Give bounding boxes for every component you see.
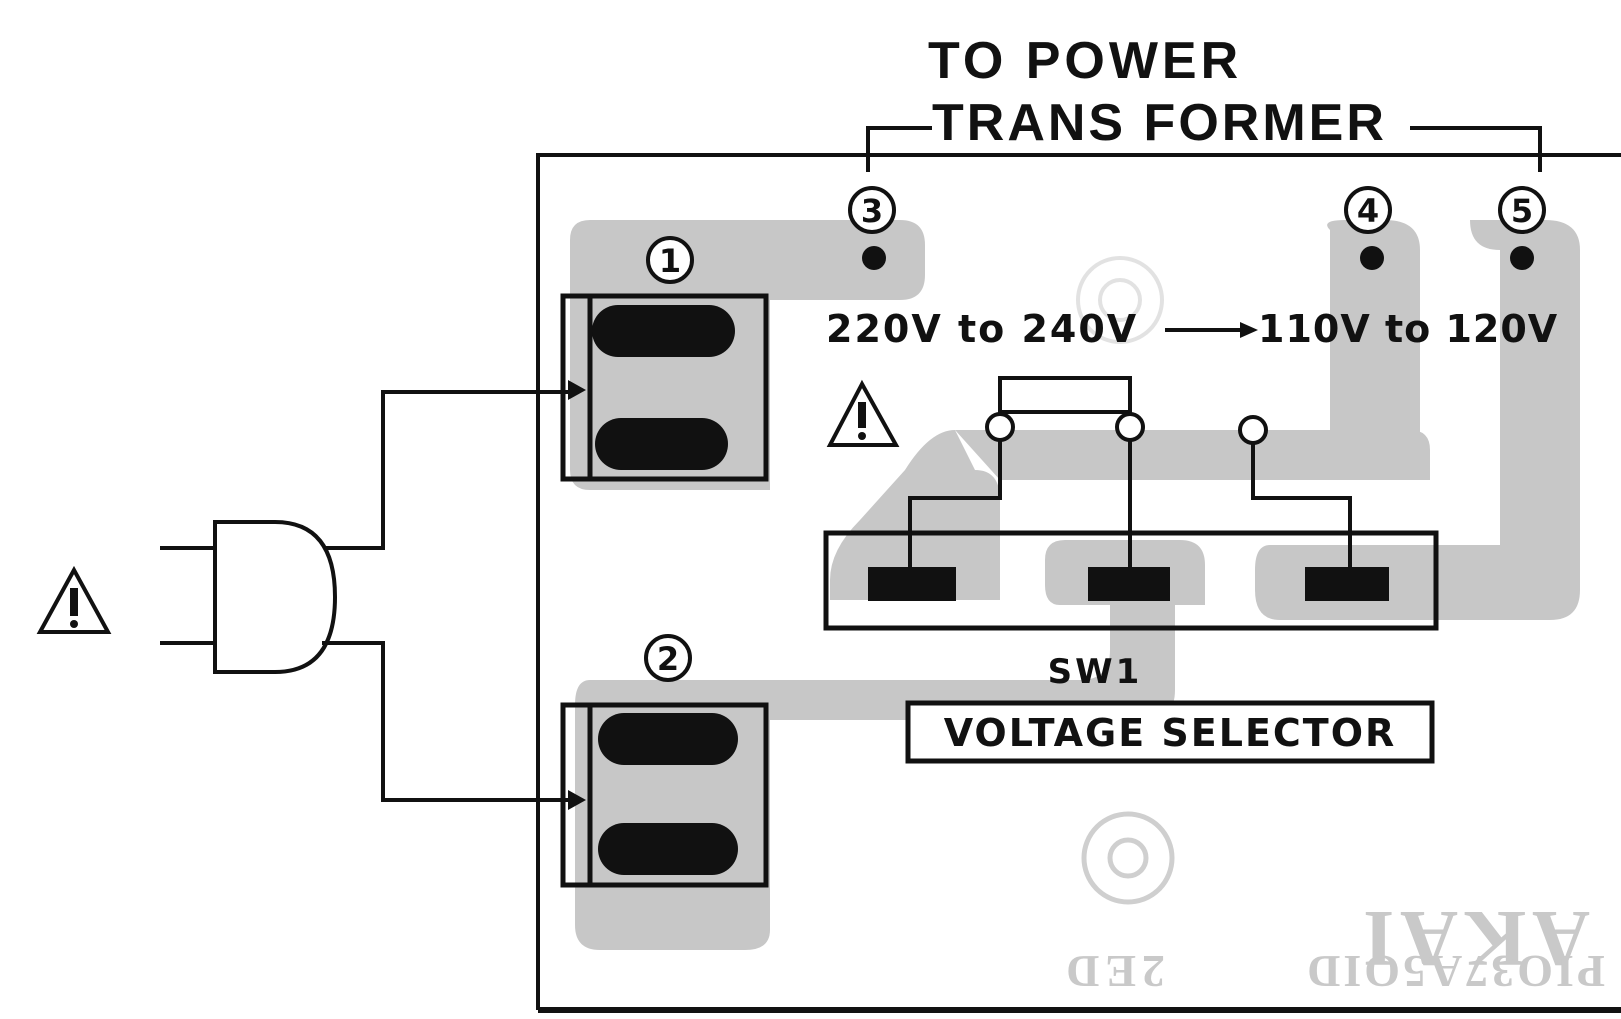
warning-triangle-icon xyxy=(36,565,112,634)
terminal-2-label: 2 xyxy=(644,634,692,682)
svg-text:4: 4 xyxy=(1357,192,1379,230)
voltage-low-label: 110V to 120V xyxy=(1258,307,1558,351)
svg-text:AKAI: AKAI xyxy=(1357,894,1590,982)
svg-text:2ED: 2ED xyxy=(1060,946,1165,997)
power-plug-icon xyxy=(160,520,338,674)
switch-name-box: VOLTAGE SELECTOR xyxy=(905,700,1435,764)
voltage-selector-switch[interactable] xyxy=(823,530,1439,631)
board-outline xyxy=(536,153,1621,1010)
switch-name-label: VOLTAGE SELECTOR xyxy=(944,711,1397,755)
svg-text:3: 3 xyxy=(861,192,883,230)
connector-1 xyxy=(560,293,769,482)
board-part-number: PIO37A5OID xyxy=(1304,946,1605,997)
svg-text:2: 2 xyxy=(657,640,679,678)
connector-2 xyxy=(560,702,769,888)
transformer-bracket xyxy=(866,126,1542,172)
board-revision: 2ED xyxy=(1060,946,1165,997)
mains-wires xyxy=(322,390,568,802)
mounting-hole-bottom xyxy=(1081,811,1175,905)
terminal-3-label: 3 xyxy=(848,186,896,234)
warning-triangle-icon xyxy=(826,379,900,447)
board-brand-mark: AKAI xyxy=(1357,894,1590,982)
switch-id-label: SW1 xyxy=(1048,652,1143,692)
svg-text:1: 1 xyxy=(659,242,681,280)
title-line-1: TO POWER xyxy=(928,32,1242,90)
voltage-arrow xyxy=(1165,322,1258,338)
solder-dot-4 xyxy=(1360,246,1384,270)
solder-dot-3 xyxy=(862,246,886,270)
mounting-hole-top xyxy=(1076,256,1164,344)
svg-text:5: 5 xyxy=(1511,192,1533,230)
svg-text:PIO37A5OID: PIO37A5OID xyxy=(1304,946,1605,997)
terminal-4-label: 4 xyxy=(1344,186,1392,234)
solder-dot-5 xyxy=(1510,246,1534,270)
voltage-high-label: 220V to 240V xyxy=(826,307,1138,351)
title-line-2: TRANS FORMER xyxy=(932,94,1387,152)
terminal-5-label: 5 xyxy=(1498,186,1546,234)
terminal-1-label: 1 xyxy=(646,236,694,284)
